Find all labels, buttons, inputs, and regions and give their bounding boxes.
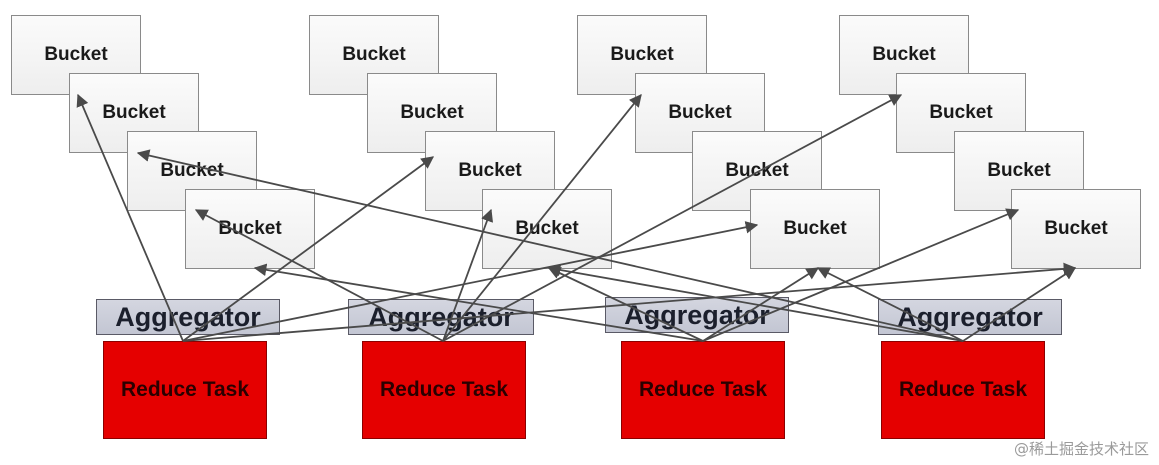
aggregator: Aggregator <box>348 299 534 335</box>
bucket: Bucket <box>482 189 612 269</box>
bucket: Bucket <box>185 189 315 269</box>
reduce-task: Reduce Task <box>362 341 526 439</box>
reduce-task: Reduce Task <box>621 341 785 439</box>
aggregator: Aggregator <box>878 299 1062 335</box>
watermark-text: @稀土掘金技术社区 <box>1013 440 1149 458</box>
bucket: Bucket <box>750 189 880 269</box>
aggregator: Aggregator <box>96 299 280 335</box>
aggregator: Aggregator <box>605 297 789 333</box>
reduce-task: Reduce Task <box>103 341 267 439</box>
bucket: Bucket <box>1011 189 1141 269</box>
reduce-task: Reduce Task <box>881 341 1045 439</box>
